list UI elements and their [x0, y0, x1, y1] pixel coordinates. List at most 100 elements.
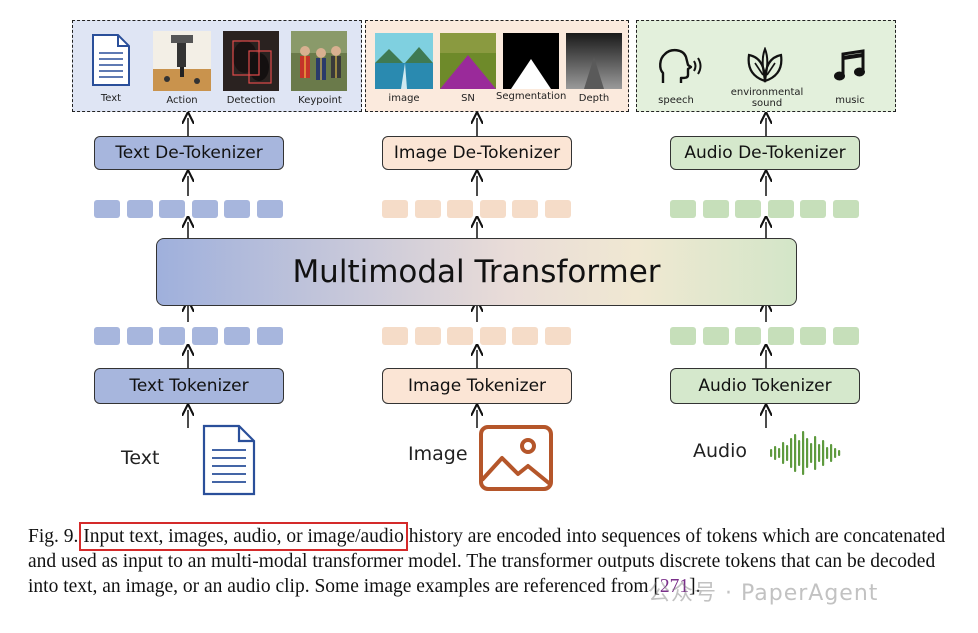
multimodal-transformer: Multimodal Transformer: [156, 238, 797, 306]
audio-waveform-icon: [770, 431, 841, 475]
waveform-bar: [814, 436, 817, 470]
music-note-icon: [834, 49, 865, 81]
input-token: [191, 327, 218, 345]
waveform-bar: [794, 434, 797, 472]
input-label-image: Image: [408, 443, 468, 465]
caption-highlighted-phrase: Input text, images, audio, or image/audi…: [79, 522, 408, 551]
input-token: [126, 327, 153, 345]
input-label-text: Text: [121, 447, 160, 469]
input-token: [447, 327, 473, 345]
caption-end: ].: [689, 576, 701, 597]
thumb-label-environmental-sound: environmental sound: [730, 87, 804, 109]
thumb-label-image: image: [388, 93, 420, 104]
thumb-label-speech: speech: [658, 95, 694, 106]
output-token: [512, 200, 538, 218]
audio-detokenizer: Audio De-Tokenizer: [670, 136, 860, 170]
document-icon: [92, 34, 130, 86]
detection-photo: [223, 31, 279, 91]
leaves-icon: [747, 47, 783, 83]
text-tokenizer: Text Tokenizer: [94, 368, 284, 404]
input-token: [832, 327, 859, 345]
output-token: [414, 200, 441, 218]
waveform-bar: [774, 446, 777, 460]
thumb-label-action: Action: [166, 95, 198, 106]
waveform-bar: [798, 440, 801, 466]
audio-output-panel: speech environmental sound music: [636, 20, 896, 112]
waveform-bar: [838, 450, 841, 456]
thumb-label-text: Text: [100, 93, 122, 104]
output-token: [832, 200, 859, 218]
output-token: [94, 200, 120, 218]
input-token: [512, 327, 538, 345]
waveform-bar: [826, 447, 829, 459]
thumb-label-music: music: [835, 95, 865, 106]
text-output-panel: Text Action Detection Keypoint: [72, 20, 362, 112]
output-token: [256, 200, 283, 218]
output-token: [479, 200, 506, 218]
waveform-bar: [810, 443, 813, 463]
caption-prefix: Fig. 9.: [28, 526, 79, 547]
output-token: [191, 200, 218, 218]
waveform-bar: [802, 431, 805, 475]
waveform-bar: [790, 438, 793, 468]
flow-arrows: [0, 0, 978, 428]
output-token: [382, 200, 408, 218]
thumb-label-sn: SN: [461, 93, 475, 104]
image-tokenizer: Image Tokenizer: [382, 368, 572, 404]
keypoint-photo: [291, 31, 347, 91]
input-token: [224, 327, 250, 345]
input-token: [159, 327, 185, 345]
robot-arm-photo: [153, 31, 211, 91]
text-detokenizer: Text De-Tokenizer: [94, 136, 284, 170]
thumb-label-segmentation: Segmentation: [496, 91, 567, 102]
watermark: 公众号 · PaperAgent: [648, 581, 879, 606]
output-token: [800, 200, 826, 218]
input-token: [382, 327, 408, 345]
thumb-label-detection: Detection: [226, 95, 276, 106]
output-token: [126, 200, 153, 218]
output-token: [735, 200, 761, 218]
thumb-label-keypoint: Keypoint: [298, 95, 342, 106]
depth-photo: [566, 33, 622, 89]
image-detokenizer: Image De-Tokenizer: [382, 136, 572, 170]
input-token: [670, 327, 696, 345]
image-output-panel: image SN Segmentation Depth: [365, 20, 629, 112]
caption-body: history are encoded into sequences of to…: [28, 526, 946, 597]
input-label-audio: Audio: [693, 440, 748, 462]
output-token: [159, 200, 185, 218]
output-token: [702, 200, 729, 218]
output-token: [447, 200, 473, 218]
waveform-bar: [778, 448, 781, 458]
image-photo: [375, 33, 433, 89]
input-token: [735, 327, 761, 345]
speaking-head-icon: [659, 49, 702, 83]
waveform-bar: [770, 449, 773, 457]
image-input-icon: [479, 425, 553, 491]
waveform-bar: [806, 438, 809, 468]
waveform-bar: [834, 448, 837, 458]
waveform-bar: [786, 445, 789, 461]
waveform-bar: [822, 440, 825, 466]
waveform-bar: [818, 444, 821, 462]
caption-reference-link[interactable]: 271: [659, 576, 690, 597]
waveform-bar: [782, 442, 785, 464]
input-token: [256, 327, 283, 345]
output-token: [670, 200, 696, 218]
figure-caption: Fig. 9. Input text, images, audio, or im…: [28, 522, 948, 599]
input-token: [414, 327, 441, 345]
audio-tokenizer: Audio Tokenizer: [670, 368, 860, 404]
waveform-bar: [830, 444, 833, 462]
input-token: [544, 327, 571, 345]
output-token: [224, 200, 250, 218]
input-token: [702, 327, 729, 345]
input-token: [767, 327, 794, 345]
surface-normal-photo: [440, 33, 496, 89]
segmentation-photo: [503, 33, 559, 89]
text-input-document-icon: [202, 424, 256, 496]
thumb-label-depth: Depth: [578, 93, 610, 104]
input-token: [800, 327, 826, 345]
output-token: [767, 200, 794, 218]
input-token: [479, 327, 506, 345]
output-token: [544, 200, 571, 218]
input-token: [94, 327, 120, 345]
